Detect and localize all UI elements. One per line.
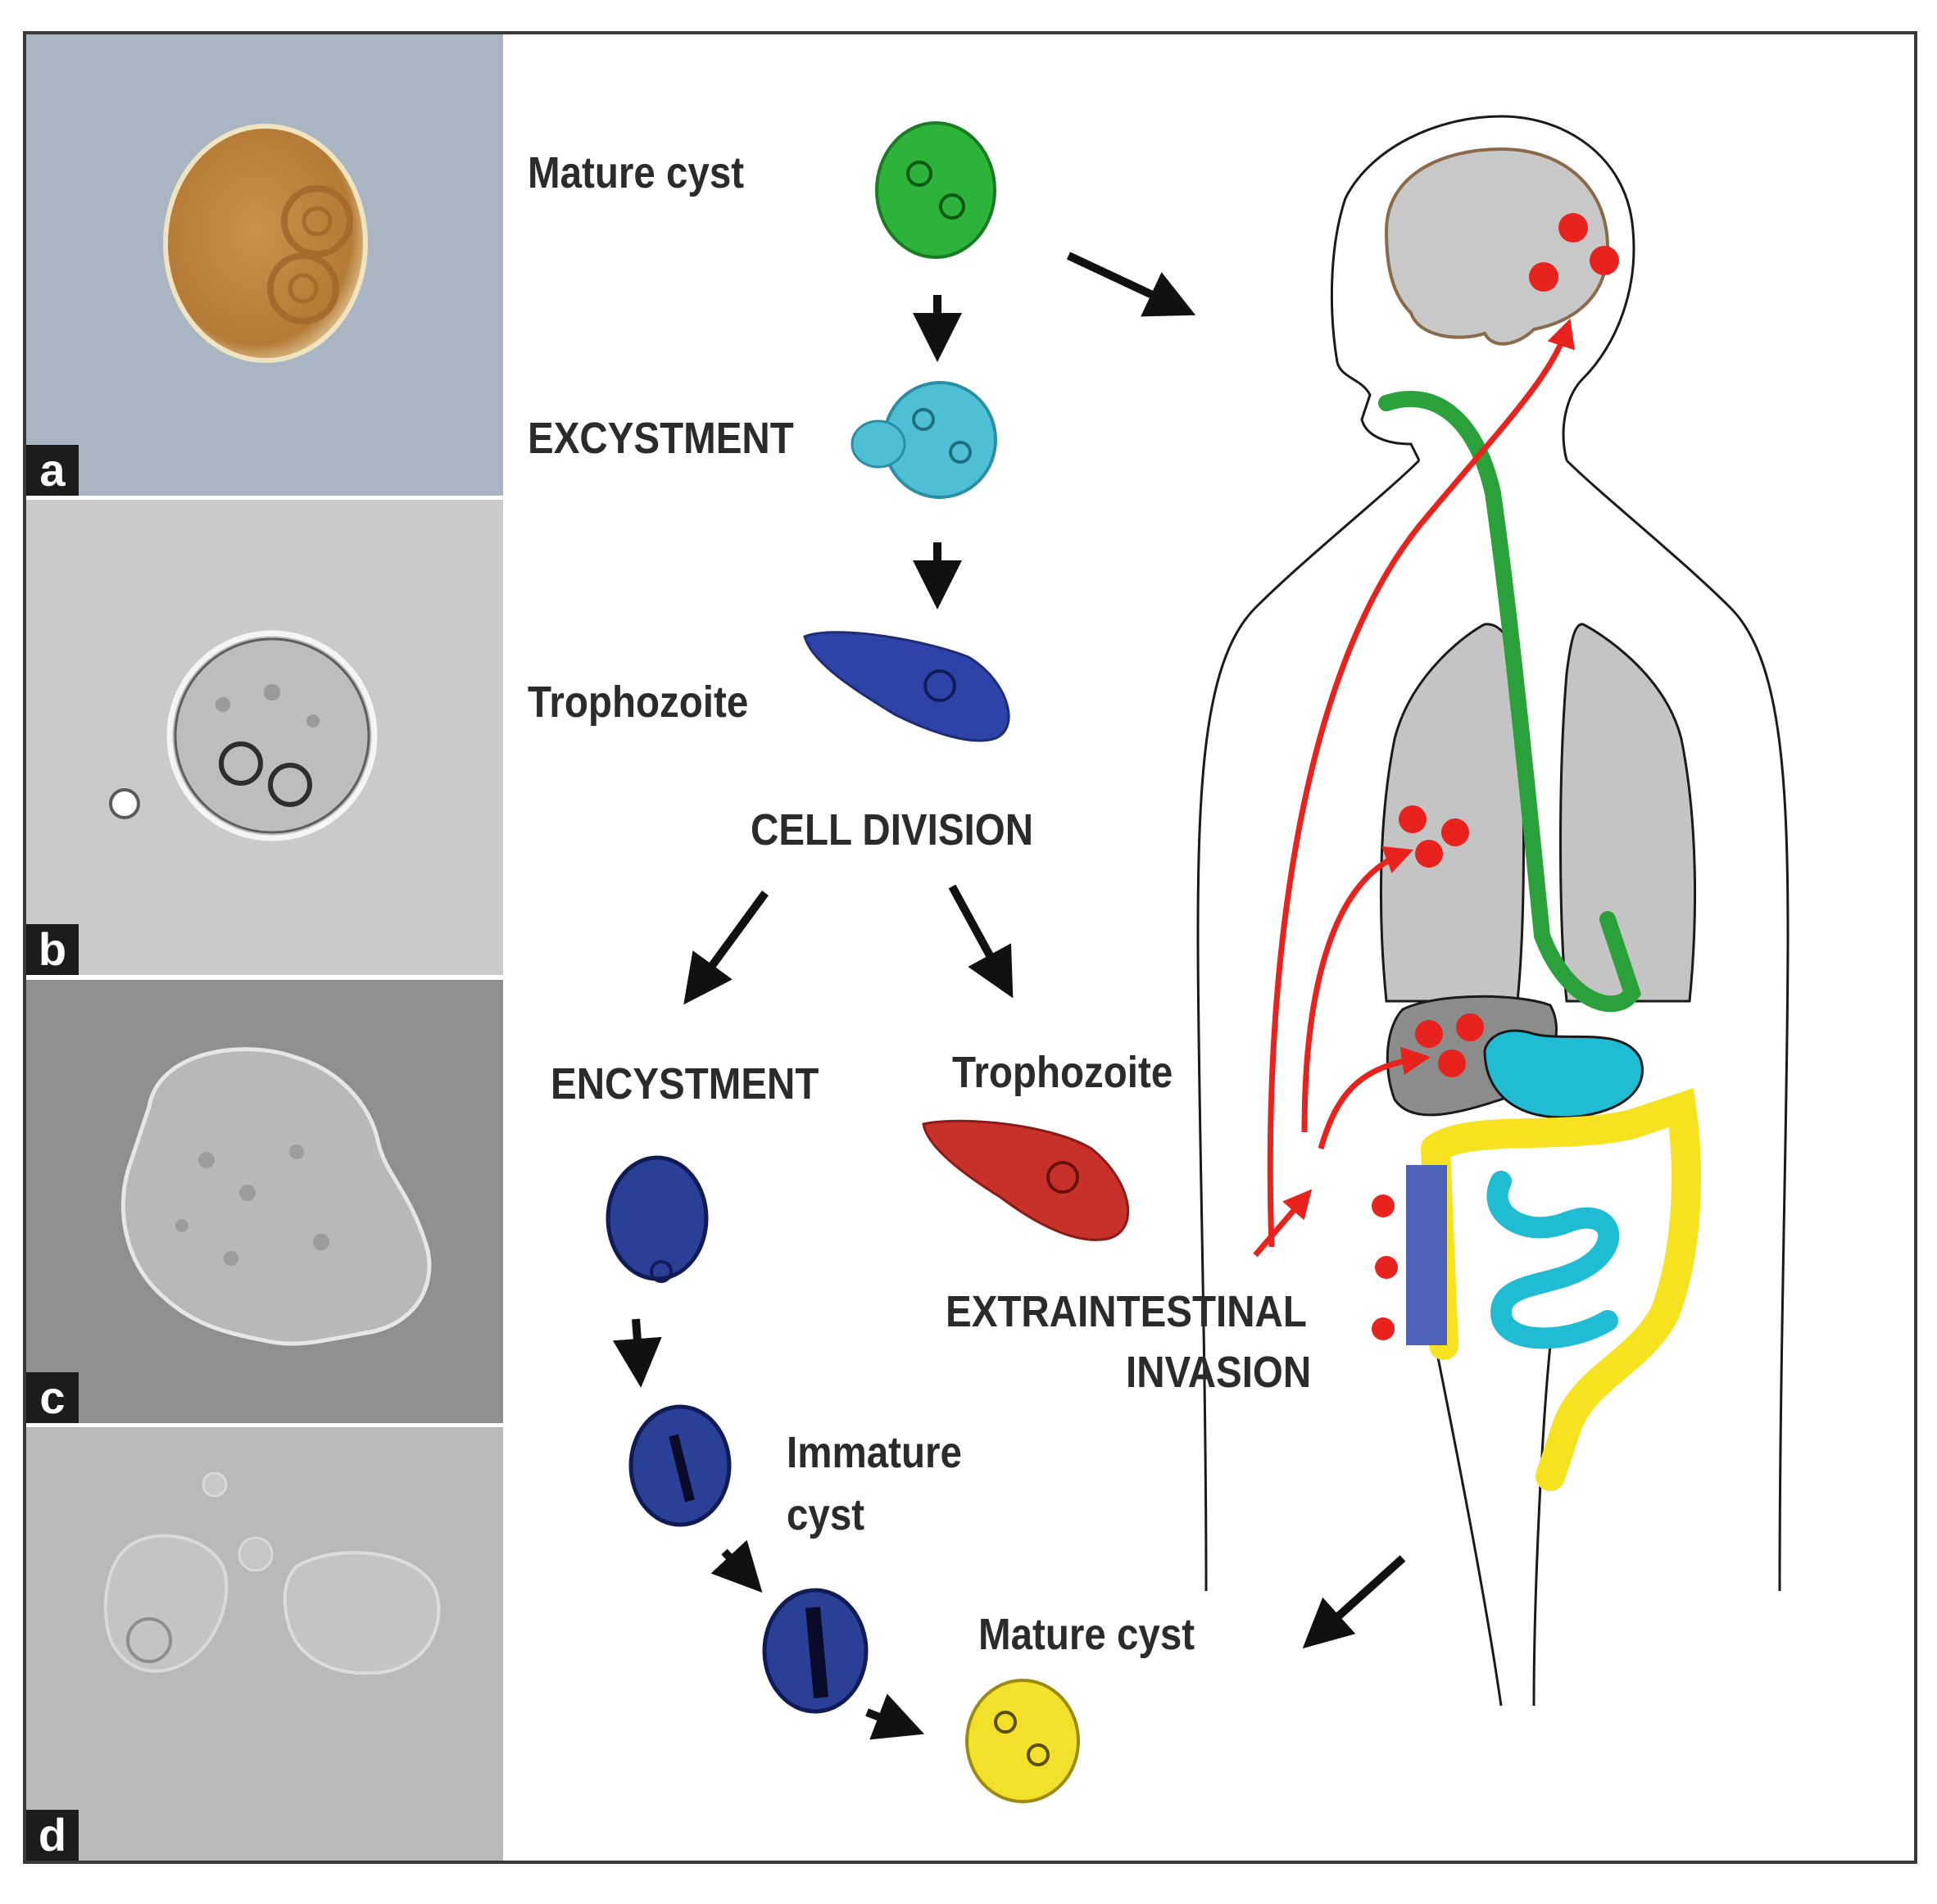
micrograph-a-image bbox=[26, 34, 503, 496]
stomach bbox=[1483, 1029, 1644, 1119]
panel-tag-b: b bbox=[26, 924, 79, 975]
label-extraintestinal-line1: EXTRAINTESTINAL bbox=[946, 1287, 1307, 1336]
label-cell-division: CELL DIVISION bbox=[751, 805, 1034, 855]
colon-invasion-marker bbox=[1375, 1256, 1398, 1279]
panel-tag-a: a bbox=[26, 445, 79, 496]
lung-lesion bbox=[1415, 840, 1443, 868]
label-trophozoite-top: Trophozoite bbox=[528, 678, 749, 727]
arrow-to-encystment bbox=[683, 891, 769, 1005]
colon-invasion-marker bbox=[1372, 1317, 1395, 1340]
micrograph-panel-c: c bbox=[26, 980, 503, 1423]
esophagus bbox=[1378, 391, 1642, 1013]
micrograph-c-image bbox=[26, 980, 503, 1423]
brain-organ bbox=[1384, 147, 1610, 346]
arrow-to-immature-cyst bbox=[612, 1318, 662, 1388]
label-extraintestinal-line2: INVASION bbox=[1126, 1348, 1312, 1397]
lifecycle-diagram bbox=[503, 34, 1914, 1861]
brain-lesion bbox=[1529, 262, 1558, 292]
encystment-cyst bbox=[606, 1155, 709, 1281]
label-encystment: ENCYSTMENT bbox=[551, 1059, 819, 1108]
micrograph-panel-b: b bbox=[26, 500, 503, 975]
figure-frame: a b c bbox=[23, 31, 1917, 1864]
invasion-path-brain bbox=[1267, 318, 1575, 1248]
liver-lesion bbox=[1456, 1013, 1484, 1041]
invasion-path-lung bbox=[1301, 846, 1414, 1133]
panel-tag-d: d bbox=[26, 1810, 79, 1861]
micrograph-panel-a: a bbox=[26, 34, 503, 496]
arrow-to-mature-cyst bbox=[865, 1693, 925, 1740]
label-mature-cyst-top: Mature cyst bbox=[528, 148, 745, 197]
trophozoite-red bbox=[922, 1119, 1130, 1241]
arrow-to-maturing-cyst bbox=[710, 1539, 763, 1593]
brain-lesion bbox=[1558, 213, 1588, 243]
invasion-path-liver bbox=[1318, 1046, 1431, 1149]
arrow-exit-host bbox=[1302, 1555, 1406, 1649]
micrograph-d-image bbox=[26, 1427, 503, 1861]
human-body-outline bbox=[1196, 115, 1790, 1707]
lifecycle-arrows bbox=[612, 252, 1406, 1740]
liver-lesion bbox=[1415, 1020, 1443, 1048]
label-immature-line2: cyst bbox=[787, 1490, 865, 1539]
excystment-bud bbox=[851, 419, 906, 469]
panel-tag-c: c bbox=[26, 1372, 79, 1423]
trophozoite-blue bbox=[803, 631, 1010, 742]
arrow-to-host bbox=[1066, 252, 1196, 317]
colon bbox=[1421, 1088, 1701, 1491]
label-mature-cyst-bottom: Mature cyst bbox=[978, 1610, 1195, 1659]
lung-lesion bbox=[1399, 805, 1427, 833]
mature-cyst-green bbox=[875, 121, 996, 259]
label-excystment: EXCYSTMENT bbox=[528, 414, 794, 463]
small-intestine bbox=[1486, 1171, 1620, 1349]
lung-lesion bbox=[1441, 818, 1469, 846]
label-immature-line1: Immature bbox=[787, 1428, 962, 1477]
liver-lesion bbox=[1438, 1049, 1466, 1077]
invaded-colon-wall bbox=[1406, 1165, 1447, 1345]
micrograph-panel-d: d bbox=[26, 1427, 503, 1861]
label-trophozoite-invasive: Trophozoite bbox=[952, 1048, 1173, 1097]
mature-cyst-yellow bbox=[965, 1679, 1080, 1803]
colon-invasion-marker bbox=[1372, 1195, 1395, 1217]
micrograph-b-image bbox=[26, 500, 503, 975]
right-lung bbox=[1559, 623, 1697, 1003]
brain-lesion bbox=[1590, 246, 1619, 275]
arrow-to-trophozoite-invasive bbox=[948, 884, 1014, 999]
invasion-path-entry bbox=[1253, 1189, 1313, 1258]
diagram-background bbox=[503, 34, 1914, 1861]
